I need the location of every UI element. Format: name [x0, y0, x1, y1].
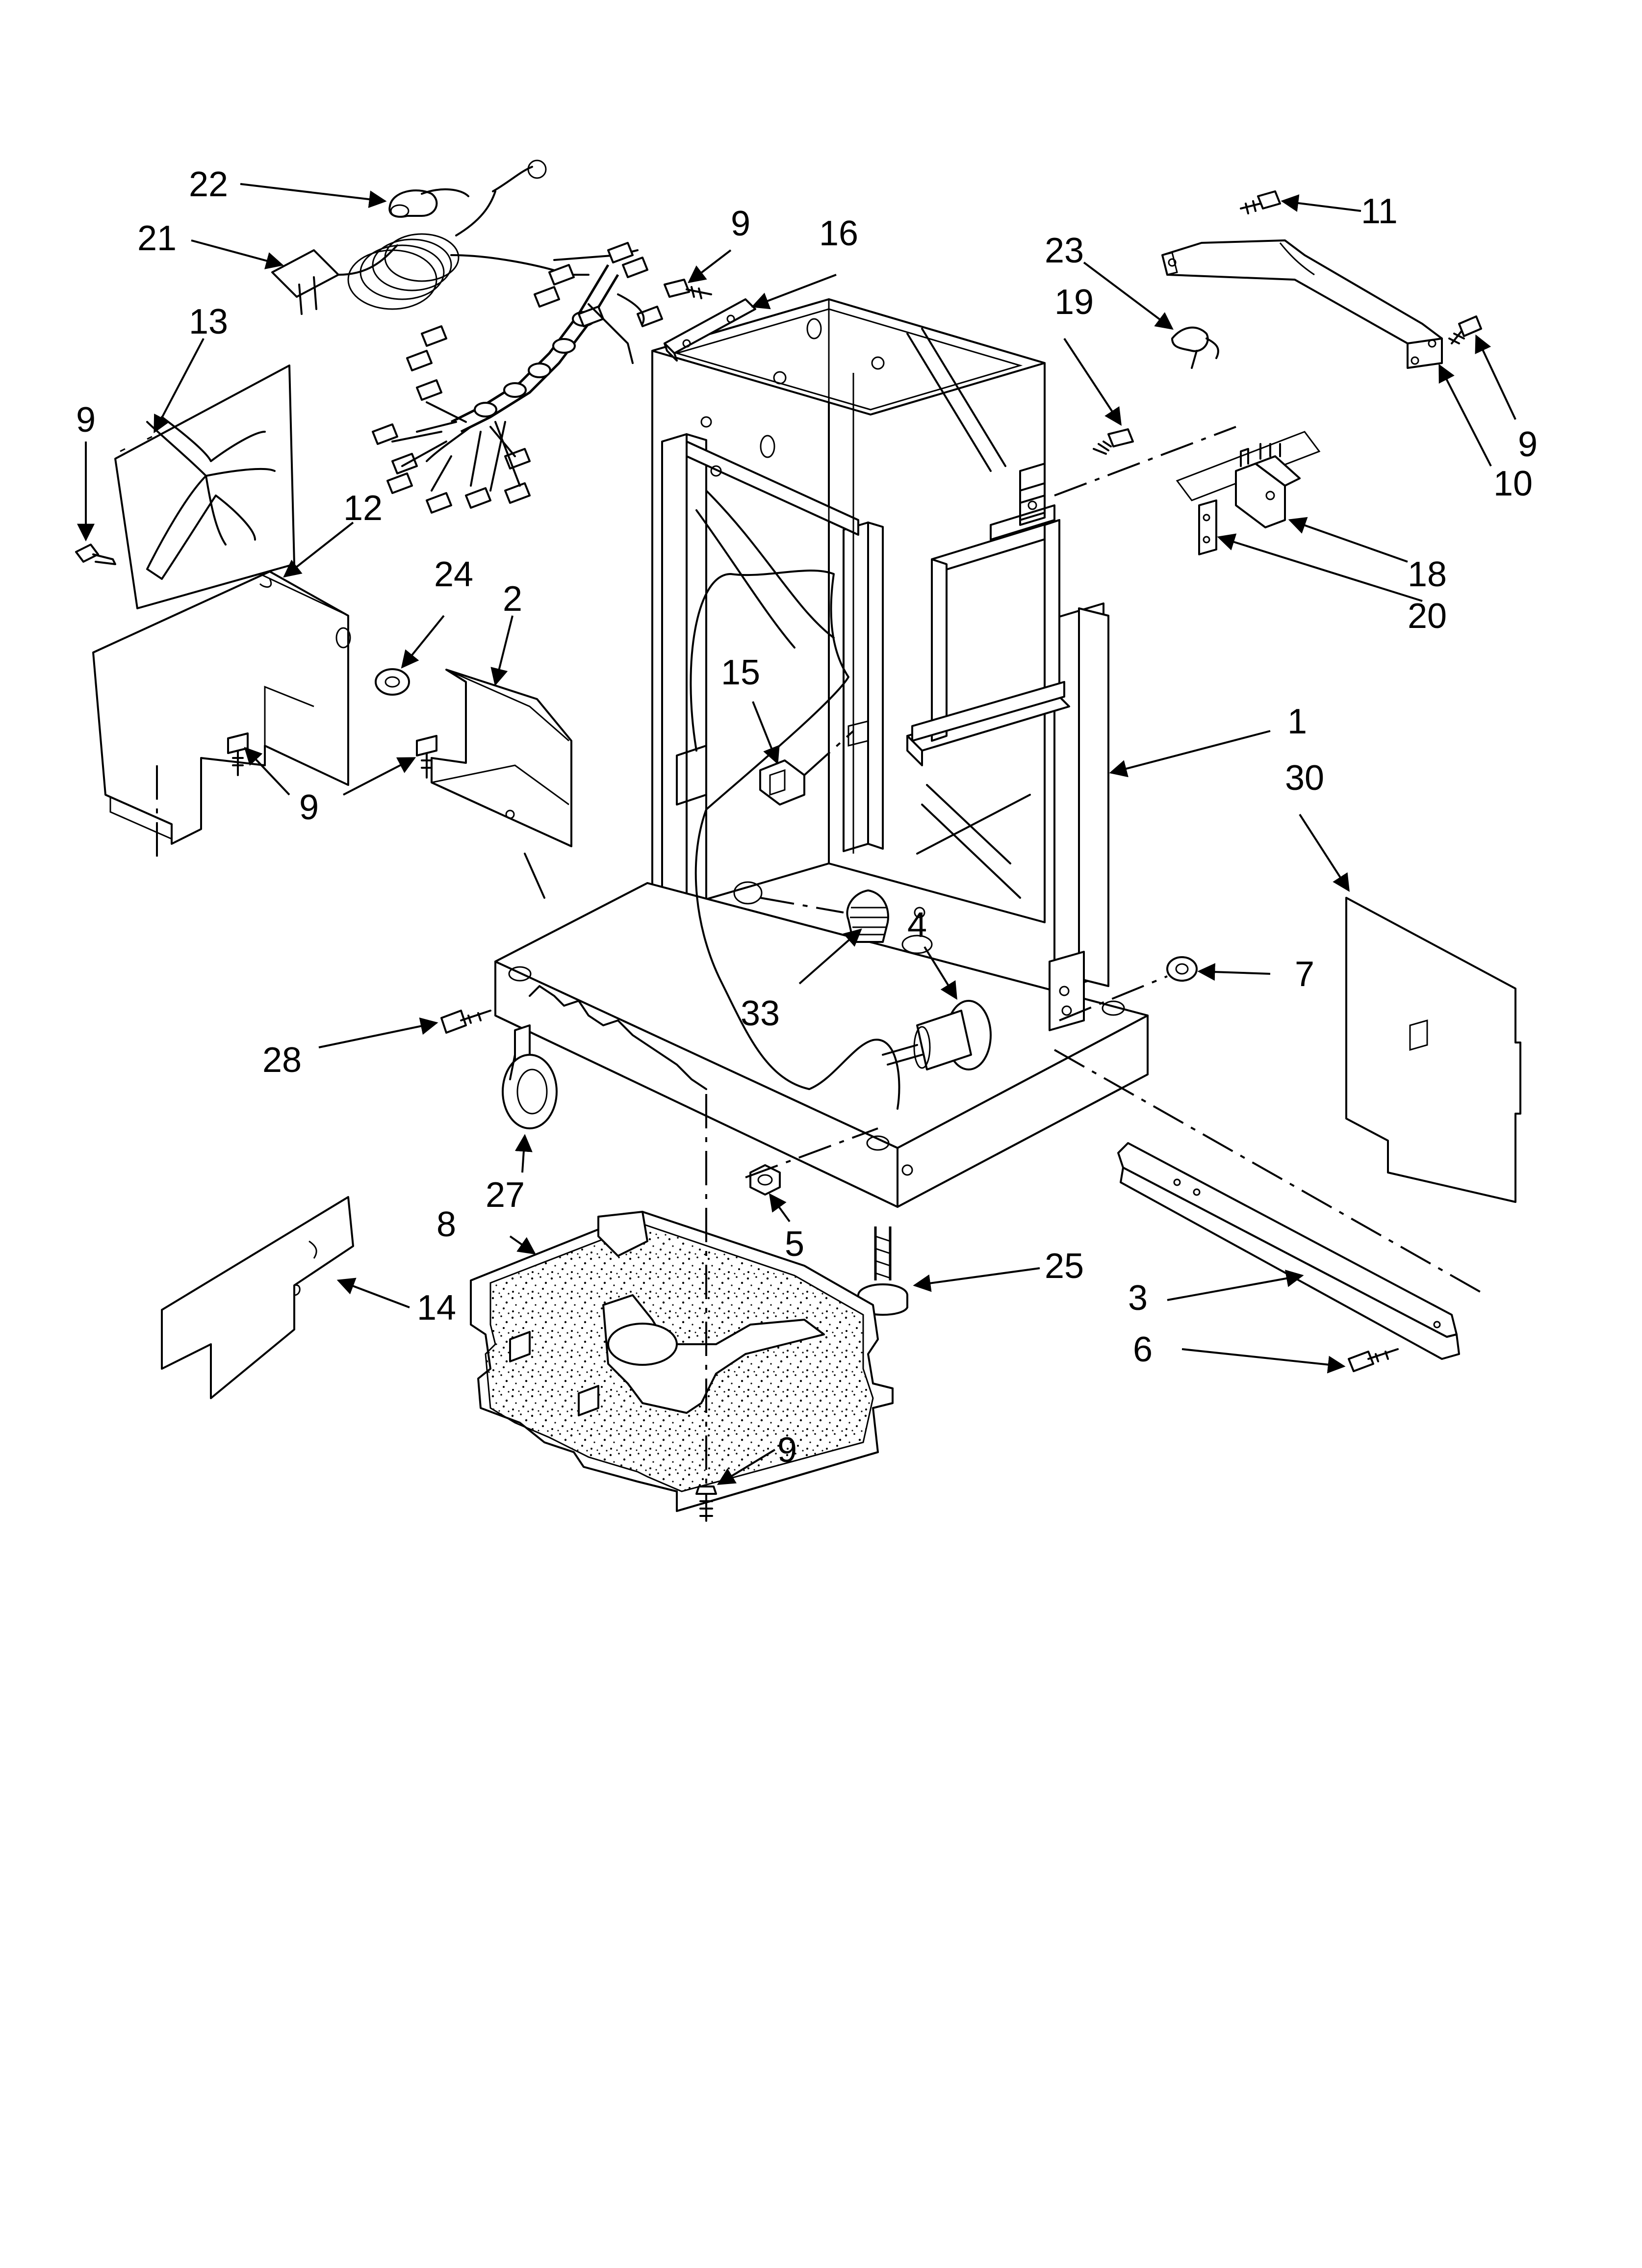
part-14-shield [161, 1196, 354, 1399]
part-10-bracket [1161, 239, 1443, 369]
callout-7: 7 [1295, 955, 1314, 994]
callout-16: 16 [819, 214, 858, 253]
part-9-screw-top [664, 279, 712, 299]
part-2-bracket [431, 669, 572, 899]
part-9-screw-right [1448, 315, 1482, 344]
part-3-rail [1117, 1142, 1460, 1360]
callout-28: 28 [262, 1041, 302, 1080]
callout-2: 2 [503, 579, 522, 619]
part-22-strain-relief [388, 188, 469, 218]
part-12-shroud [92, 571, 351, 863]
callout-27: 27 [486, 1175, 525, 1215]
part-6-screw [1348, 1348, 1399, 1372]
callout-21: 21 [137, 219, 177, 258]
callout-9-right: 9 [1518, 425, 1538, 464]
part-25-leveling-leg [857, 1226, 908, 1316]
part-20-bracket [1198, 499, 1217, 555]
part-4-valve [882, 1000, 992, 1070]
part-19-screw [1093, 428, 1134, 455]
callout-13: 13 [189, 302, 228, 341]
callout-19: 19 [1054, 283, 1094, 322]
callout-5: 5 [785, 1225, 804, 1264]
part-9-screw-mid-b [416, 735, 437, 779]
callout-4: 4 [907, 906, 927, 945]
part-7-nut [1166, 956, 1198, 982]
cabinet-frame [494, 298, 1149, 1208]
callout-20: 20 [1408, 597, 1447, 636]
callout-labels: 22 21 13 9 12 24 2 9 9 16 23 19 11 9 10 … [76, 165, 1538, 1470]
part-15-connector [759, 730, 854, 806]
callout-3: 3 [1128, 1278, 1148, 1318]
callout-24: 24 [434, 555, 473, 594]
callout-33: 33 [741, 994, 780, 1033]
alignment-lines [705, 975, 1487, 1486]
part-21-power-cord [271, 159, 663, 514]
callout-25: 25 [1045, 1247, 1084, 1286]
callout-11: 11 [1361, 192, 1398, 231]
callout-9-shroud: 9 [299, 788, 319, 827]
part-28-screw [440, 1010, 491, 1034]
callout-9-top: 9 [731, 204, 750, 243]
part-27-caster [502, 1024, 558, 1129]
callout-23: 23 [1045, 231, 1084, 270]
callout-9-bottom: 9 [777, 1431, 797, 1470]
leader-switch-dash [1054, 426, 1236, 496]
callout-30: 30 [1285, 758, 1324, 798]
part-18-switch [1176, 431, 1321, 528]
part-8-insulation-pan [470, 1211, 894, 1512]
callout-14: 14 [417, 1288, 456, 1328]
part-30-panel [1345, 897, 1521, 1203]
callout-15: 15 [721, 653, 760, 692]
part-11-screw [1240, 190, 1281, 214]
leader-arrows [77, 183, 1516, 1485]
callout-10: 10 [1493, 464, 1533, 503]
part-9-screw-left [75, 544, 116, 565]
callout-9-left: 9 [76, 400, 96, 440]
callout-12: 12 [343, 489, 383, 528]
part-23-clip [1171, 326, 1219, 369]
callout-6: 6 [1133, 1330, 1153, 1369]
callout-22: 22 [189, 165, 228, 204]
callout-8: 8 [436, 1205, 456, 1244]
part-24-grommet [375, 668, 410, 696]
callout-1: 1 [1287, 702, 1307, 741]
callout-18: 18 [1408, 555, 1447, 594]
part-9-screw-bottom [695, 1486, 717, 1522]
